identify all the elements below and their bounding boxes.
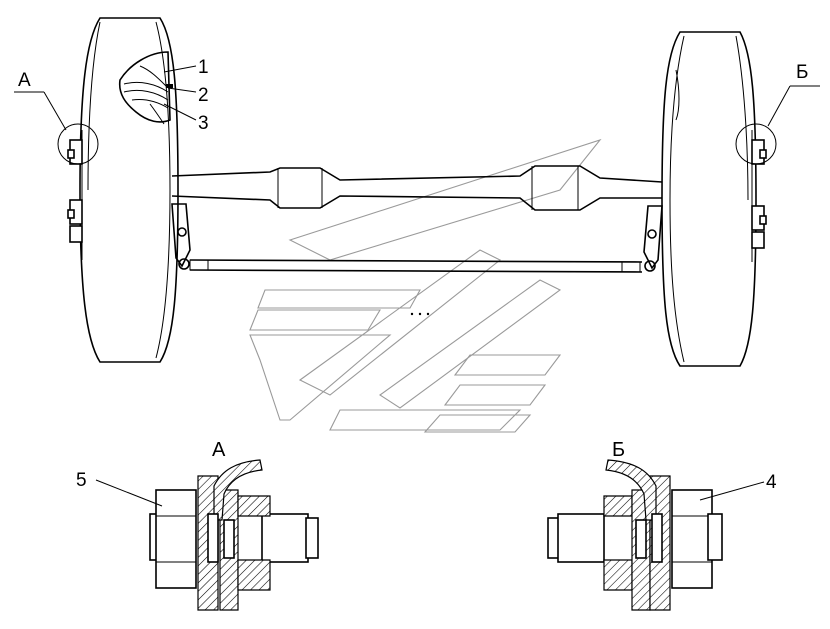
watermark-logo [249, 138, 602, 433]
callout-3: 3 [198, 113, 209, 134]
detail-b [547, 459, 723, 611]
right-wheel [661, 31, 767, 367]
left-wheel [67, 17, 179, 363]
callout-2: 2 [198, 85, 209, 106]
callout-4-leader [699, 481, 765, 501]
callout-leaders-top [163, 65, 197, 121]
detail-b-title: Б [612, 439, 625, 461]
callout-4: 4 [766, 472, 777, 493]
tie-rod-assembly [171, 203, 663, 316]
callout-1: 1 [198, 57, 209, 78]
view-label-b: Б [796, 62, 808, 83]
detail-a-title: А [212, 439, 226, 461]
callout-5-leader [95, 479, 163, 507]
callout-5: 5 [76, 470, 87, 491]
view-marker-a [14, 91, 99, 165]
detail-a [149, 459, 319, 611]
view-label-a: А [18, 70, 31, 91]
axle-beam [171, 165, 663, 211]
view-marker-b [735, 85, 820, 165]
